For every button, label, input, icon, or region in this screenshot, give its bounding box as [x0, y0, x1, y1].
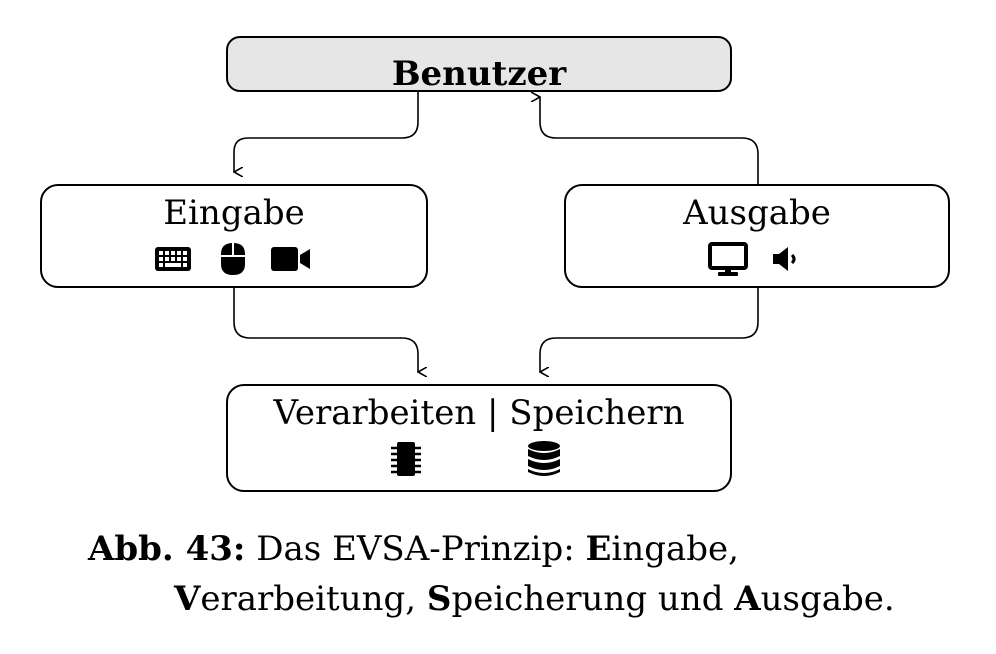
- caption-e-rest: ingabe,: [611, 529, 739, 569]
- keyboard-icon: [155, 247, 191, 271]
- figure-caption: Abb. 43: Das EVSA-Prinzip: Eingabe, Vera…: [88, 524, 895, 624]
- output-label: Ausgabe: [683, 193, 831, 233]
- processing-node: Verarbeiten | Speichern: [226, 384, 732, 492]
- input-label: Eingabe: [163, 193, 305, 233]
- caption-a-rest: usgabe.: [760, 579, 895, 619]
- arrow-output-to-processing: [540, 288, 759, 372]
- database-icon: [528, 441, 560, 476]
- caption-line-2: Verarbeitung, Speicherung und Ausgabe.: [88, 574, 895, 624]
- caption-a-letter: A: [734, 579, 761, 619]
- mouse-icon: [221, 243, 245, 275]
- user-node: Benutzer: [226, 36, 732, 94]
- caption-s-letter: S: [426, 579, 452, 619]
- input-node: Eingabe: [40, 184, 428, 288]
- video-camera-icon: [271, 247, 310, 271]
- arrow-output-to-user: [540, 97, 759, 184]
- user-label: Benutzer: [391, 54, 567, 94]
- caption-e-letter: E: [585, 529, 612, 569]
- arrow-user-to-input: [234, 92, 419, 172]
- caption-v-letter: V: [174, 579, 201, 619]
- caption-s-rest: peicherung und: [451, 579, 735, 619]
- speaker-icon: [773, 247, 796, 271]
- output-node: Ausgabe: [564, 184, 950, 288]
- caption-prefix: Abb. 43:: [88, 529, 246, 569]
- monitor-icon: [708, 242, 748, 276]
- arrow-input-to-processing: [233, 288, 418, 372]
- processing-label: Verarbeiten | Speichern: [273, 393, 685, 433]
- caption-text-1: Das EVSA-Prinzip:: [245, 529, 586, 569]
- cpu-chip-icon: [391, 442, 421, 476]
- caption-v-rest: erarbeitung,: [200, 579, 427, 619]
